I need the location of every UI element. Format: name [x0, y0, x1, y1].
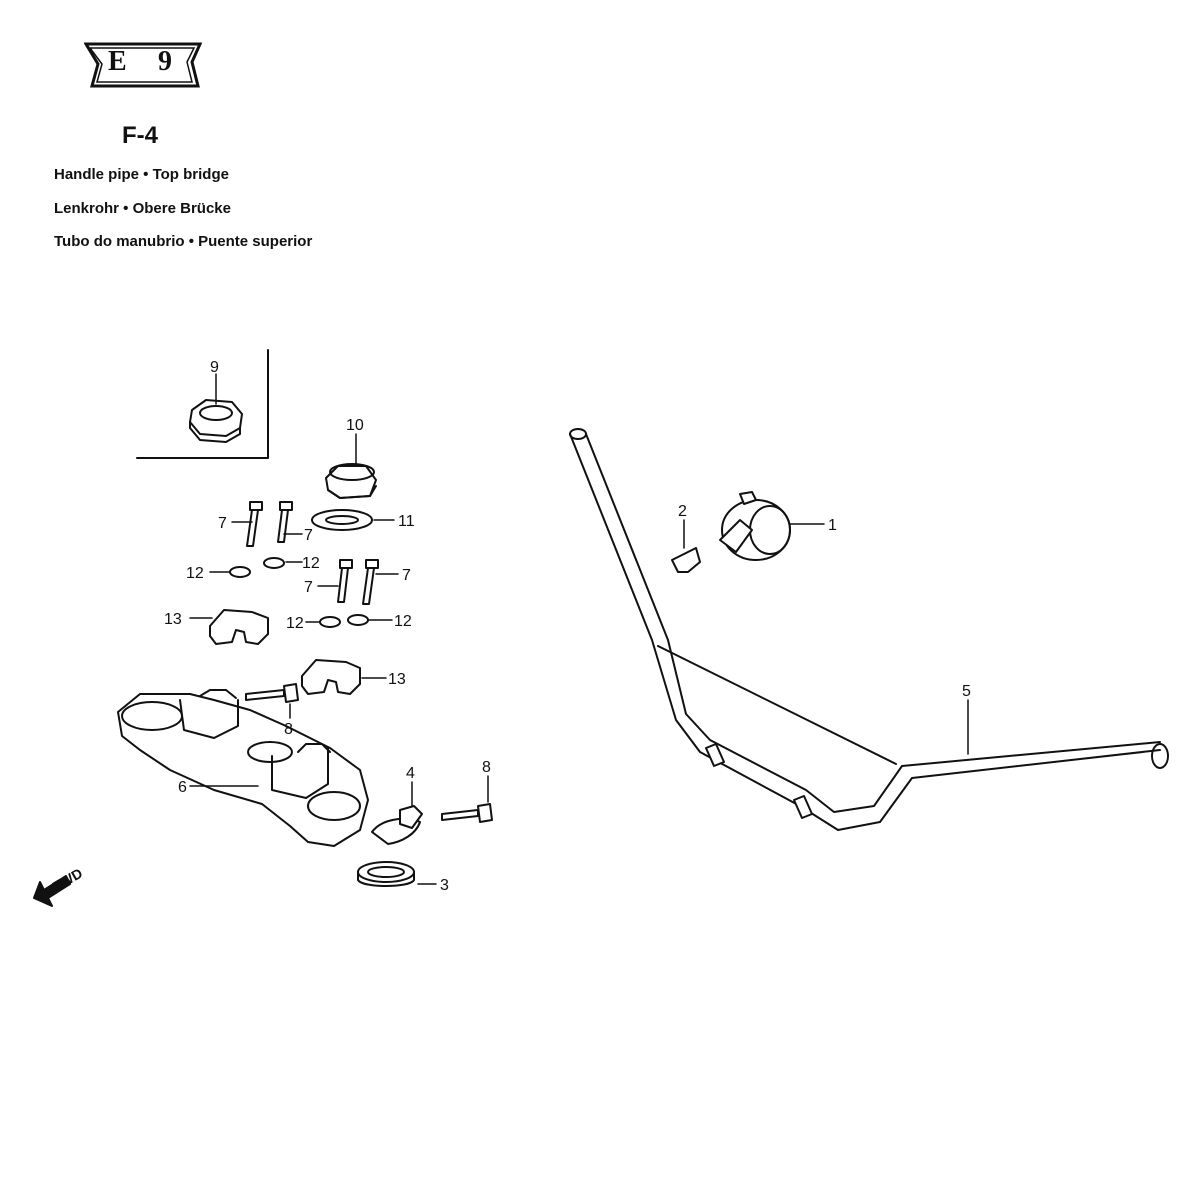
part-10-stem-nut [325, 463, 377, 499]
title-german: Lenkrohr • Obere Brücke [54, 200, 231, 217]
badge-number: 9 [158, 46, 172, 77]
callout-8b: 8 [482, 759, 491, 776]
callout-1: 1 [828, 517, 837, 534]
callout-2: 2 [678, 503, 687, 520]
part-11-washer [311, 509, 373, 531]
callout-6: 6 [178, 779, 187, 796]
part-3-seal [357, 861, 415, 887]
badge-frame [84, 42, 202, 88]
fwd-arrow-icon [33, 875, 71, 907]
callout-9: 9 [210, 359, 219, 376]
inset-frame [136, 349, 269, 459]
callout-10: 10 [346, 417, 364, 434]
callout-12b: 12 [302, 555, 320, 572]
callout-4: 4 [406, 765, 415, 782]
part-2-clip [671, 547, 701, 573]
callout-7c: 7 [304, 579, 313, 596]
page-code: F-4 [122, 122, 158, 149]
callout-8a: 8 [284, 721, 293, 738]
callout-11: 11 [398, 513, 415, 530]
callout-13b: 13 [388, 671, 406, 688]
callout-12a: 12 [186, 565, 204, 582]
callout-labels: 9 10 11 7 7 12 12 7 7 13 12 12 13 8 6 4 … [50, 359, 972, 895]
part-1-switch [719, 491, 791, 561]
fwd-label: FWD [50, 865, 86, 895]
title-english: Handle pipe • Top bridge [54, 166, 229, 183]
callout-3: 3 [440, 877, 449, 894]
callout-7d: 7 [402, 567, 411, 584]
part-4-clamp [371, 805, 423, 845]
part-7-bolts [246, 501, 379, 605]
part-13-holders [209, 609, 361, 695]
callout-7a: 7 [218, 515, 227, 532]
part-8-bolts [245, 683, 493, 823]
callout-5: 5 [962, 683, 971, 700]
leader-lines [189, 373, 969, 885]
title-spanish: Tubo do manubrio • Puente superior [54, 233, 313, 250]
part-5-handle-pipe [569, 428, 1169, 831]
part-9-nut [189, 399, 243, 443]
part-6-top-bridge [117, 689, 369, 847]
section-badge: E 9 [84, 40, 202, 90]
callout-13a: 13 [164, 611, 182, 628]
callout-7b: 7 [304, 527, 313, 544]
callout-12d: 12 [394, 613, 412, 630]
badge-letter: E [108, 46, 127, 77]
callout-12c: 12 [286, 615, 304, 632]
